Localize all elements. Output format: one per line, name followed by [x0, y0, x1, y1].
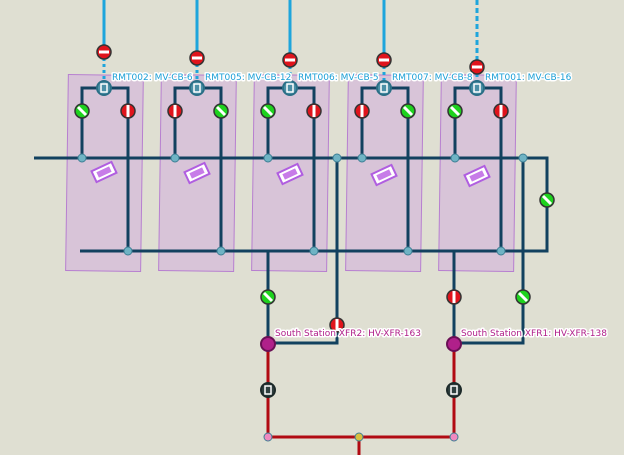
hv-breaker-xfr2-glyph: [264, 385, 272, 395]
feeder-breaker-2-glyph: [193, 83, 201, 93]
xfr2-tie-switch[interactable]: [329, 317, 345, 333]
feeder-switch-4[interactable]: [376, 52, 392, 68]
bus-tie-switch[interactable]: [539, 192, 555, 208]
bay-left-switch-2[interactable]: [167, 103, 183, 119]
feeder-breaker-1[interactable]: [96, 80, 112, 96]
feeder-switch-3[interactable]: [282, 52, 298, 68]
bus2-node-3[interactable]: [309, 246, 319, 256]
bus2-node-5[interactable]: [496, 246, 506, 256]
feeder-breaker-3[interactable]: [282, 80, 298, 96]
bay-left-switch-4[interactable]: [354, 103, 370, 119]
hv-breaker-xfr1[interactable]: [446, 382, 462, 398]
hv-node-xfr1[interactable]: [449, 432, 459, 442]
feeder-breaker-5-glyph: [473, 83, 481, 93]
bay-right-switch-2[interactable]: [213, 103, 229, 119]
hv-bus: [266, 344, 456, 439]
tie-line-xfr1: [454, 158, 525, 345]
feeder-breaker-5[interactable]: [469, 80, 485, 96]
xfr2-primary-switch[interactable]: [260, 289, 276, 305]
bus1-node-2[interactable]: [170, 153, 180, 163]
feeder-label-5[interactable]: RMT001: MV-CB-16: [484, 72, 574, 85]
bay-device-inner-2: [189, 167, 205, 179]
bus2-node-2[interactable]: [216, 246, 226, 256]
feeder-breaker-4-glyph: [380, 83, 388, 93]
bay-right-switch-5[interactable]: [493, 103, 509, 119]
transformer-xfr1-icon[interactable]: [446, 336, 462, 352]
feeder-label-4[interactable]: RMT007: MV-CB-8: [391, 72, 475, 85]
bay-device-inner-3: [282, 168, 298, 180]
hv-node-xfr2[interactable]: [263, 432, 273, 442]
bus1-node-tie-b[interactable]: [518, 153, 528, 163]
xfr1-tie-switch[interactable]: [515, 289, 531, 305]
bus1-node-1[interactable]: [77, 153, 87, 163]
bay-right-switch-1[interactable]: [120, 103, 136, 119]
feeder-breaker-1-glyph: [100, 83, 108, 93]
feeder-switch-5[interactable]: [469, 59, 485, 75]
bay-left-switch-5[interactable]: [447, 103, 463, 119]
bay-device-inner-1: [96, 166, 112, 178]
bay-left-switch-3[interactable]: [260, 103, 276, 119]
transformer-label-xfr2[interactable]: South Station XFR2: HV-XFR-163: [274, 328, 423, 341]
bay-right-switch-3[interactable]: [306, 103, 322, 119]
transformer-xfr2-icon[interactable]: [260, 336, 276, 352]
bay-device-inner-5: [469, 170, 485, 182]
bus1-node-5[interactable]: [450, 153, 460, 163]
feeder-breaker-3-glyph: [286, 83, 294, 93]
bay-right-switch-4[interactable]: [400, 103, 416, 119]
feeder-breaker-2[interactable]: [189, 80, 205, 96]
feeder-switch-2[interactable]: [189, 50, 205, 66]
tie-line-xfr2: [268, 158, 339, 345]
bus2-node-1[interactable]: [123, 246, 133, 256]
feeder-label-2[interactable]: RMT005: MV-CB-12: [204, 72, 293, 85]
feeder-label-3[interactable]: RMT006: MV-CB-5: [297, 72, 381, 85]
bus1-node-4[interactable]: [357, 153, 367, 163]
hv-breaker-xfr1-glyph: [450, 385, 458, 395]
hv-breaker-xfr2[interactable]: [260, 382, 276, 398]
bay-left-switch-1[interactable]: [74, 103, 90, 119]
bus2-node-4[interactable]: [403, 246, 413, 256]
bay-device-inner-4: [376, 169, 392, 181]
feeder-label-1[interactable]: RMT002: MV-CB-6: [111, 72, 195, 85]
hv-node-mid[interactable]: [354, 432, 364, 442]
transformer-label-xfr1[interactable]: South Station XFR1: HV-XFR-138: [460, 328, 609, 341]
feeder-breaker-4[interactable]: [376, 80, 392, 96]
bus1-node-tie-a[interactable]: [332, 153, 342, 163]
bus1-node-3[interactable]: [263, 153, 273, 163]
feeder-switch-1[interactable]: [96, 44, 112, 60]
xfr1-primary-switch[interactable]: [446, 289, 462, 305]
